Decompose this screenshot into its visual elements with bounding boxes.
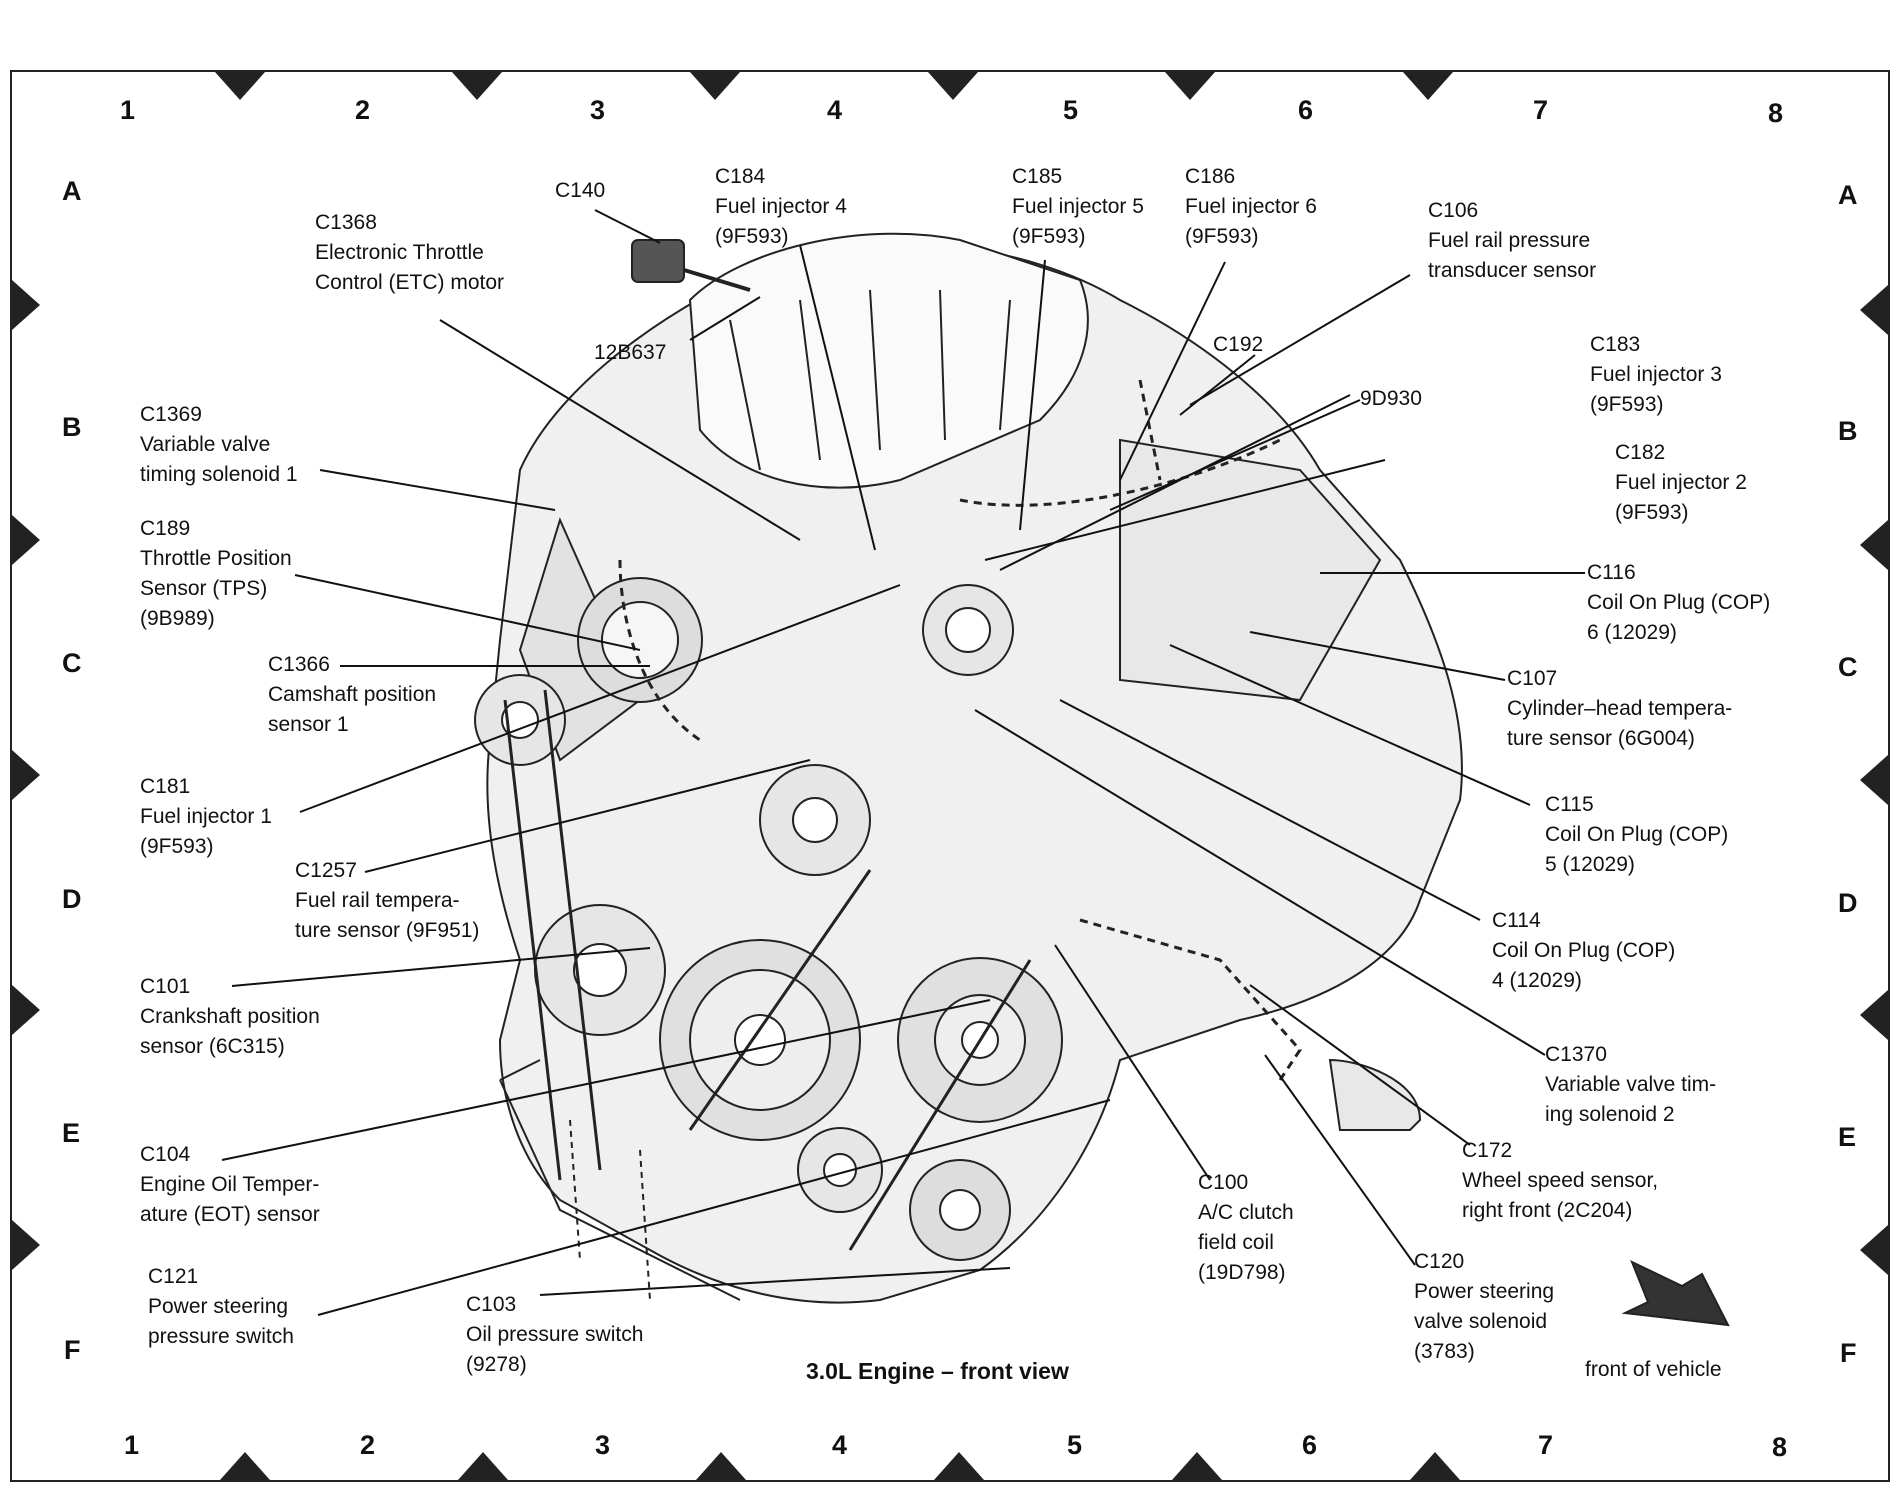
grid-col-7-top: 7 <box>1533 95 1549 125</box>
grid-col-6-bottom: 6 <box>1302 1430 1318 1460</box>
grid-row-d-left: D <box>62 884 82 914</box>
grid-col-2-top: 2 <box>355 95 371 125</box>
grid-col-3-top: 3 <box>590 95 606 125</box>
grid-markers <box>12 72 1888 1480</box>
grid-col-8-bottom: 8 <box>1772 1432 1788 1462</box>
callout-c192: C192 <box>1213 333 1264 356</box>
leader-lines <box>221 209 1585 1316</box>
grid-row-d-right: D <box>1838 888 1858 918</box>
grid-col-5-bottom: 5 <box>1067 1430 1083 1460</box>
engine-outline <box>475 234 1730 1327</box>
grid-col-4-top: 4 <box>827 95 843 125</box>
grid-col-5-top: 5 <box>1063 95 1079 125</box>
grid-col-8-top: 8 <box>1768 98 1784 128</box>
diagram-title: 3.0L Engine – front view <box>806 1358 1069 1384</box>
grid-row-f-left: F <box>64 1335 81 1365</box>
callout-9d930: 9D930 <box>1360 387 1422 410</box>
grid-col-4-bottom: 4 <box>832 1430 848 1460</box>
grid-col-3-bottom: 3 <box>595 1430 611 1460</box>
callout-c140: C140 <box>555 179 606 202</box>
callout-12b637: 12B637 <box>594 341 667 364</box>
grid-row-c-left: C <box>62 648 82 678</box>
grid-col-6-top: 6 <box>1298 95 1314 125</box>
grid-col-1-bottom: 1 <box>124 1430 140 1460</box>
grid-row-b-left: B <box>62 412 82 442</box>
grid-col-7-bottom: 7 <box>1538 1430 1554 1460</box>
front-of-vehicle-label: front of vehicle <box>1585 1358 1722 1381</box>
grid-row-c-right: C <box>1838 652 1858 682</box>
grid-col-2-bottom: 2 <box>360 1430 376 1460</box>
diagram-frame <box>10 70 1890 1482</box>
grid-row-a-left: A <box>62 176 82 206</box>
grid-row-a-right: A <box>1838 180 1858 210</box>
grid-row-b-right: B <box>1838 416 1858 446</box>
grid-row-f-right: F <box>1840 1338 1857 1368</box>
grid-col-1-top: 1 <box>120 95 136 125</box>
grid-row-e-left: E <box>62 1118 81 1148</box>
grid-row-e-right: E <box>1838 1122 1857 1152</box>
